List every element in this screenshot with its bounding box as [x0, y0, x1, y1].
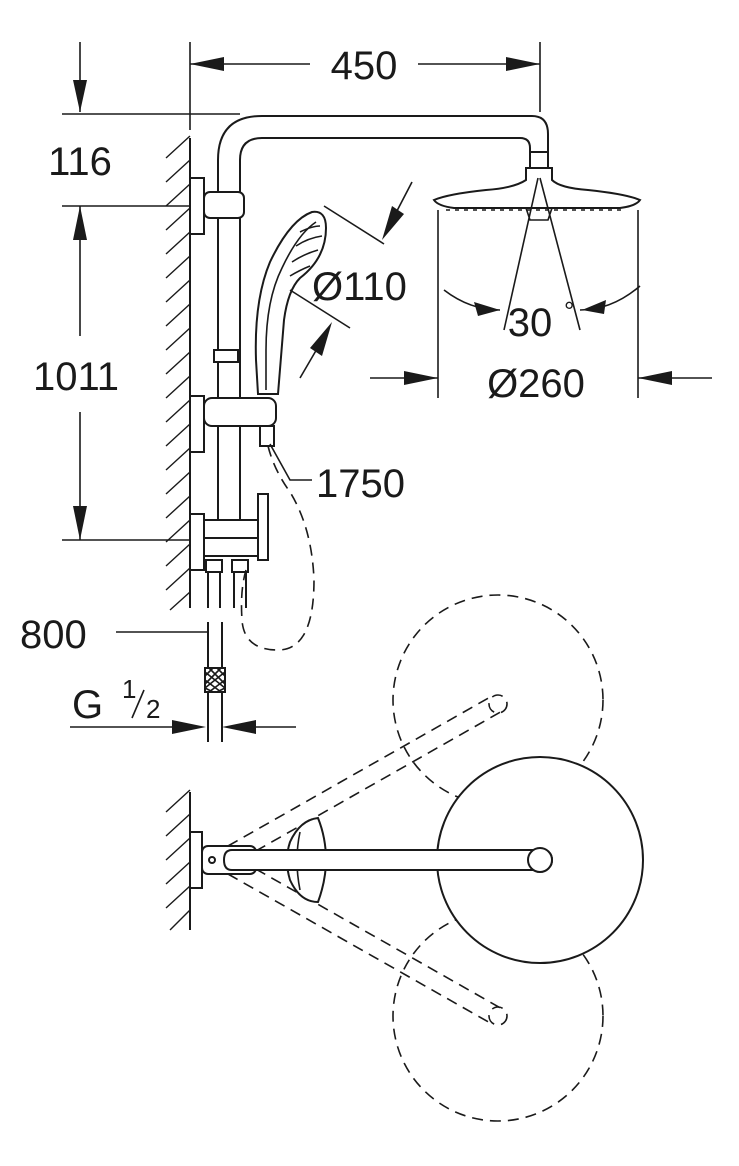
dimension-450-label: 450 — [331, 44, 398, 88]
dimension-1011-label: 1011 — [33, 355, 119, 399]
dimension-260: Ø260 — [370, 210, 712, 406]
dimension-116: 116 — [48, 42, 240, 184]
thread-numerator: 1 — [122, 674, 136, 704]
overhead-shower-head — [432, 151, 642, 221]
dimension-110-label: Ø110 — [312, 265, 407, 309]
dimension-110: Ø110 — [289, 181, 413, 379]
hand-shower-holder — [189, 349, 277, 453]
hand-shower-hose-dashed — [240, 445, 315, 651]
dimension-800-label: 800 — [20, 613, 87, 657]
dimension-g-half: G 1 2 — [70, 674, 296, 734]
hand-shower — [254, 210, 328, 395]
wall-front-view — [165, 135, 191, 611]
riser-pipe — [217, 115, 549, 520]
dimension-800: 800 — [20, 613, 208, 657]
thread-denominator: 2 — [146, 694, 160, 724]
dimension-1750: 1750 — [269, 443, 405, 506]
degree-symbol: ° — [564, 296, 574, 326]
mixer-body — [189, 493, 269, 571]
wall-top-view — [165, 789, 191, 931]
spray-angle-indicator — [443, 177, 641, 331]
connection-fittings — [205, 559, 249, 608]
dimension-1750-label: 1750 — [316, 462, 405, 506]
dimension-116-label: 116 — [48, 140, 112, 184]
thread-g-label: G — [72, 683, 103, 727]
dimension-30-label: 30 — [508, 301, 553, 345]
dimension-450: 450 — [189, 42, 541, 130]
upper-wall-bracket — [189, 177, 245, 235]
arm-top-view — [189, 831, 554, 889]
dimension-30-angle: 30 ° — [508, 296, 575, 345]
dimension-1011: 1011 — [33, 205, 190, 541]
supply-hose — [204, 622, 226, 742]
dimension-260-label: Ø260 — [487, 362, 585, 406]
